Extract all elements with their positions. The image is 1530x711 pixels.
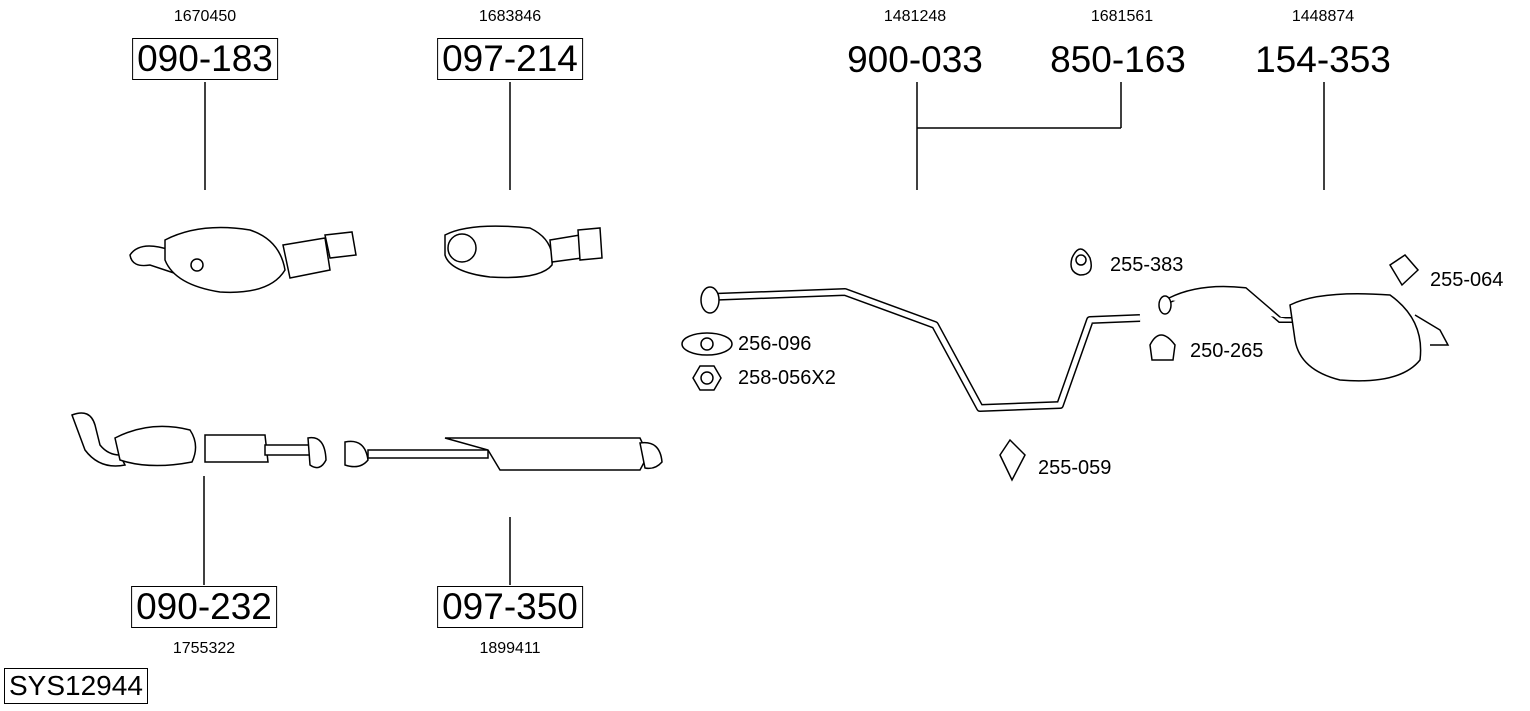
clamp-250-265-icon xyxy=(1149,334,1176,361)
part-code: 1670450 xyxy=(173,8,237,25)
part-ref-label[interactable]: 097-350 xyxy=(437,586,583,628)
accessory-label[interactable]: 250-265 xyxy=(1190,340,1264,362)
part-ref-label[interactable]: 090-183 xyxy=(132,38,278,80)
accessory-label[interactable]: 258-056X2 xyxy=(738,367,836,389)
part-097-214-filter xyxy=(444,225,603,279)
hanger-255-064-icon xyxy=(1388,254,1420,287)
part-ref-label[interactable]: 090-232 xyxy=(131,586,277,628)
part-154-353-rear-silencer xyxy=(1158,285,1450,382)
part-code: 1683846 xyxy=(478,8,542,25)
part-ref-label[interactable]: 850-163 xyxy=(1050,39,1186,80)
part-090-232-front-pipe xyxy=(71,412,327,469)
part-code: 1899411 xyxy=(479,640,541,657)
part-ref-label[interactable]: 097-214 xyxy=(437,38,583,80)
hanger-255-059-icon xyxy=(999,438,1026,482)
part-090-183-catalyst xyxy=(129,226,357,294)
accessory-icons xyxy=(681,248,1420,482)
leader-lines xyxy=(203,82,1325,585)
part-ref-label[interactable]: 900-033 xyxy=(847,39,983,80)
part-code: 1481248 xyxy=(883,8,947,25)
accessory-label[interactable]: 255-383 xyxy=(1110,254,1184,276)
system-id-label: SYS12944 xyxy=(4,668,148,704)
part-900-033-pipe xyxy=(709,288,1141,412)
part-097-350-middle-section xyxy=(344,437,663,471)
part-code: 1755322 xyxy=(172,640,236,657)
part-code: 1448874 xyxy=(1291,8,1355,25)
accessory-label[interactable]: 255-064 xyxy=(1430,269,1504,291)
part-ref-label[interactable]: 154-353 xyxy=(1255,39,1391,80)
accessory-label[interactable]: 256-096 xyxy=(738,333,812,355)
accessory-label[interactable]: 255-059 xyxy=(1038,457,1112,479)
part-code: 1681561 xyxy=(1090,8,1154,25)
pipe-flange xyxy=(700,286,720,314)
